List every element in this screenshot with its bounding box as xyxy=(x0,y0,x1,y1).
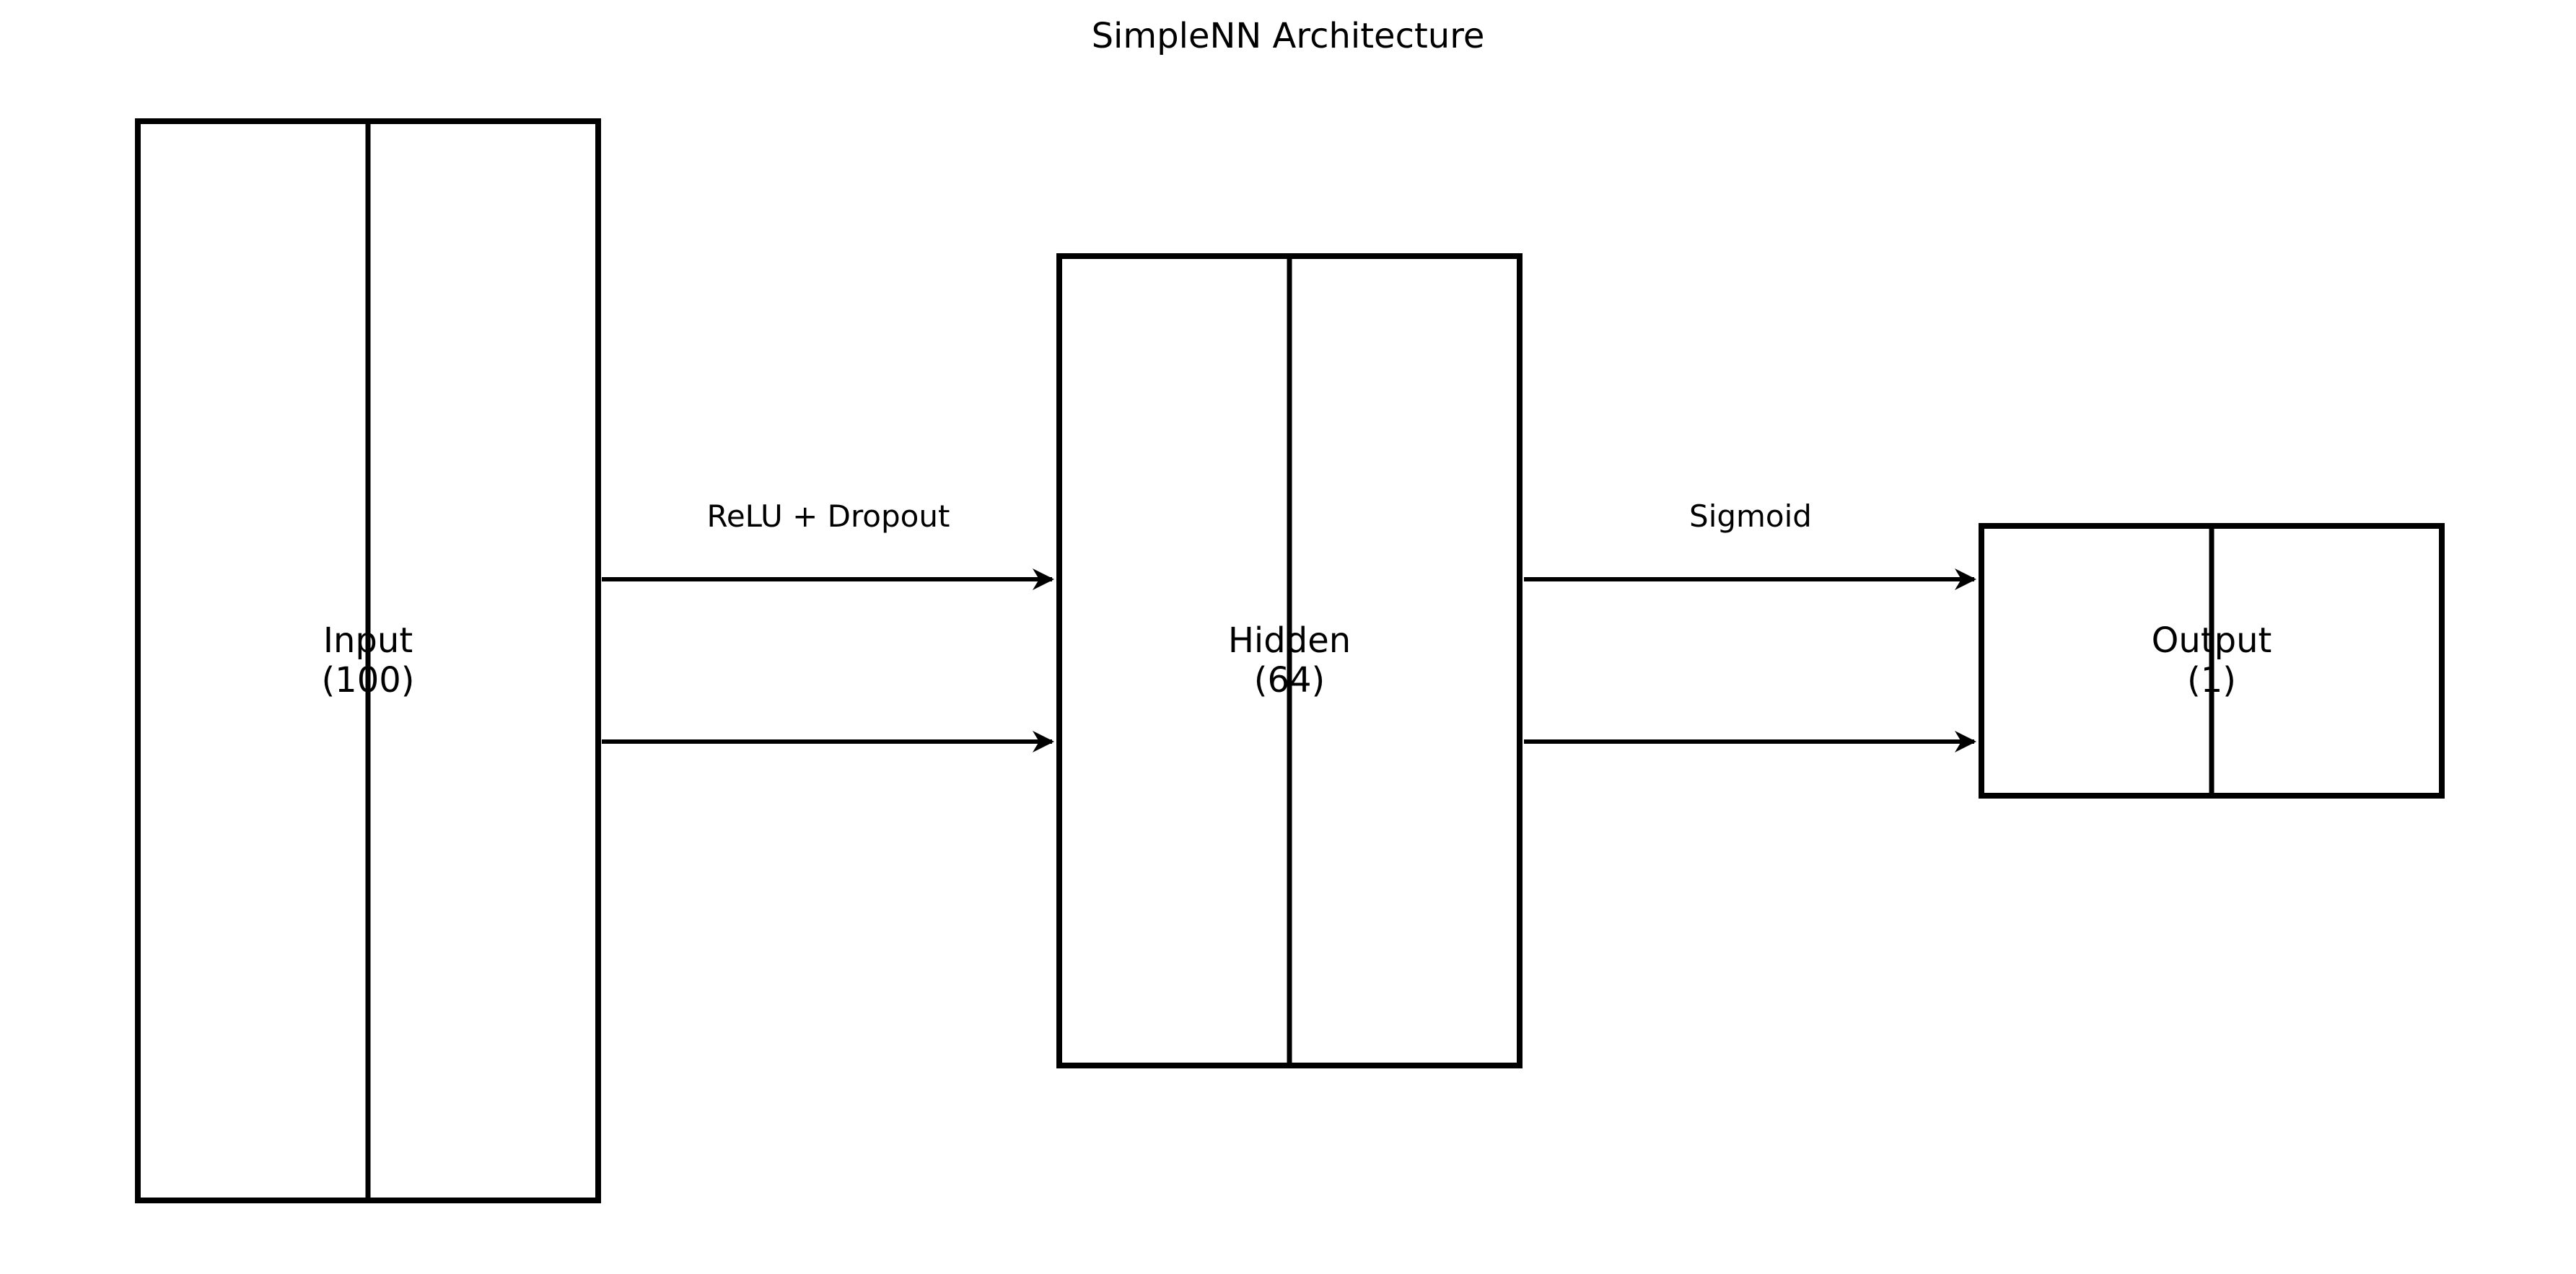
edge-hidden-output: Sigmoid xyxy=(1524,498,1976,752)
layer-output: Output (1) xyxy=(1979,523,2445,799)
diagram-title: SimpleNN Architecture xyxy=(1092,16,1485,56)
layer-output-name: Output xyxy=(2152,620,2272,661)
layer-input: Input (100) xyxy=(135,118,601,1203)
layer-hidden-units: (64) xyxy=(1254,660,1326,700)
edge-hidden-output-label: Sigmoid xyxy=(1689,498,1812,534)
edge-input-hidden-label: ReLU + Dropout xyxy=(707,498,950,534)
layer-output-units: (1) xyxy=(2187,660,2236,700)
edge-input-hidden: ReLU + Dropout xyxy=(602,498,1054,752)
layer-input-units: (100) xyxy=(321,660,414,700)
layer-input-name: Input xyxy=(323,620,413,661)
layer-hidden-name: Hidden xyxy=(1228,620,1351,661)
layer-hidden: Hidden (64) xyxy=(1056,253,1523,1068)
